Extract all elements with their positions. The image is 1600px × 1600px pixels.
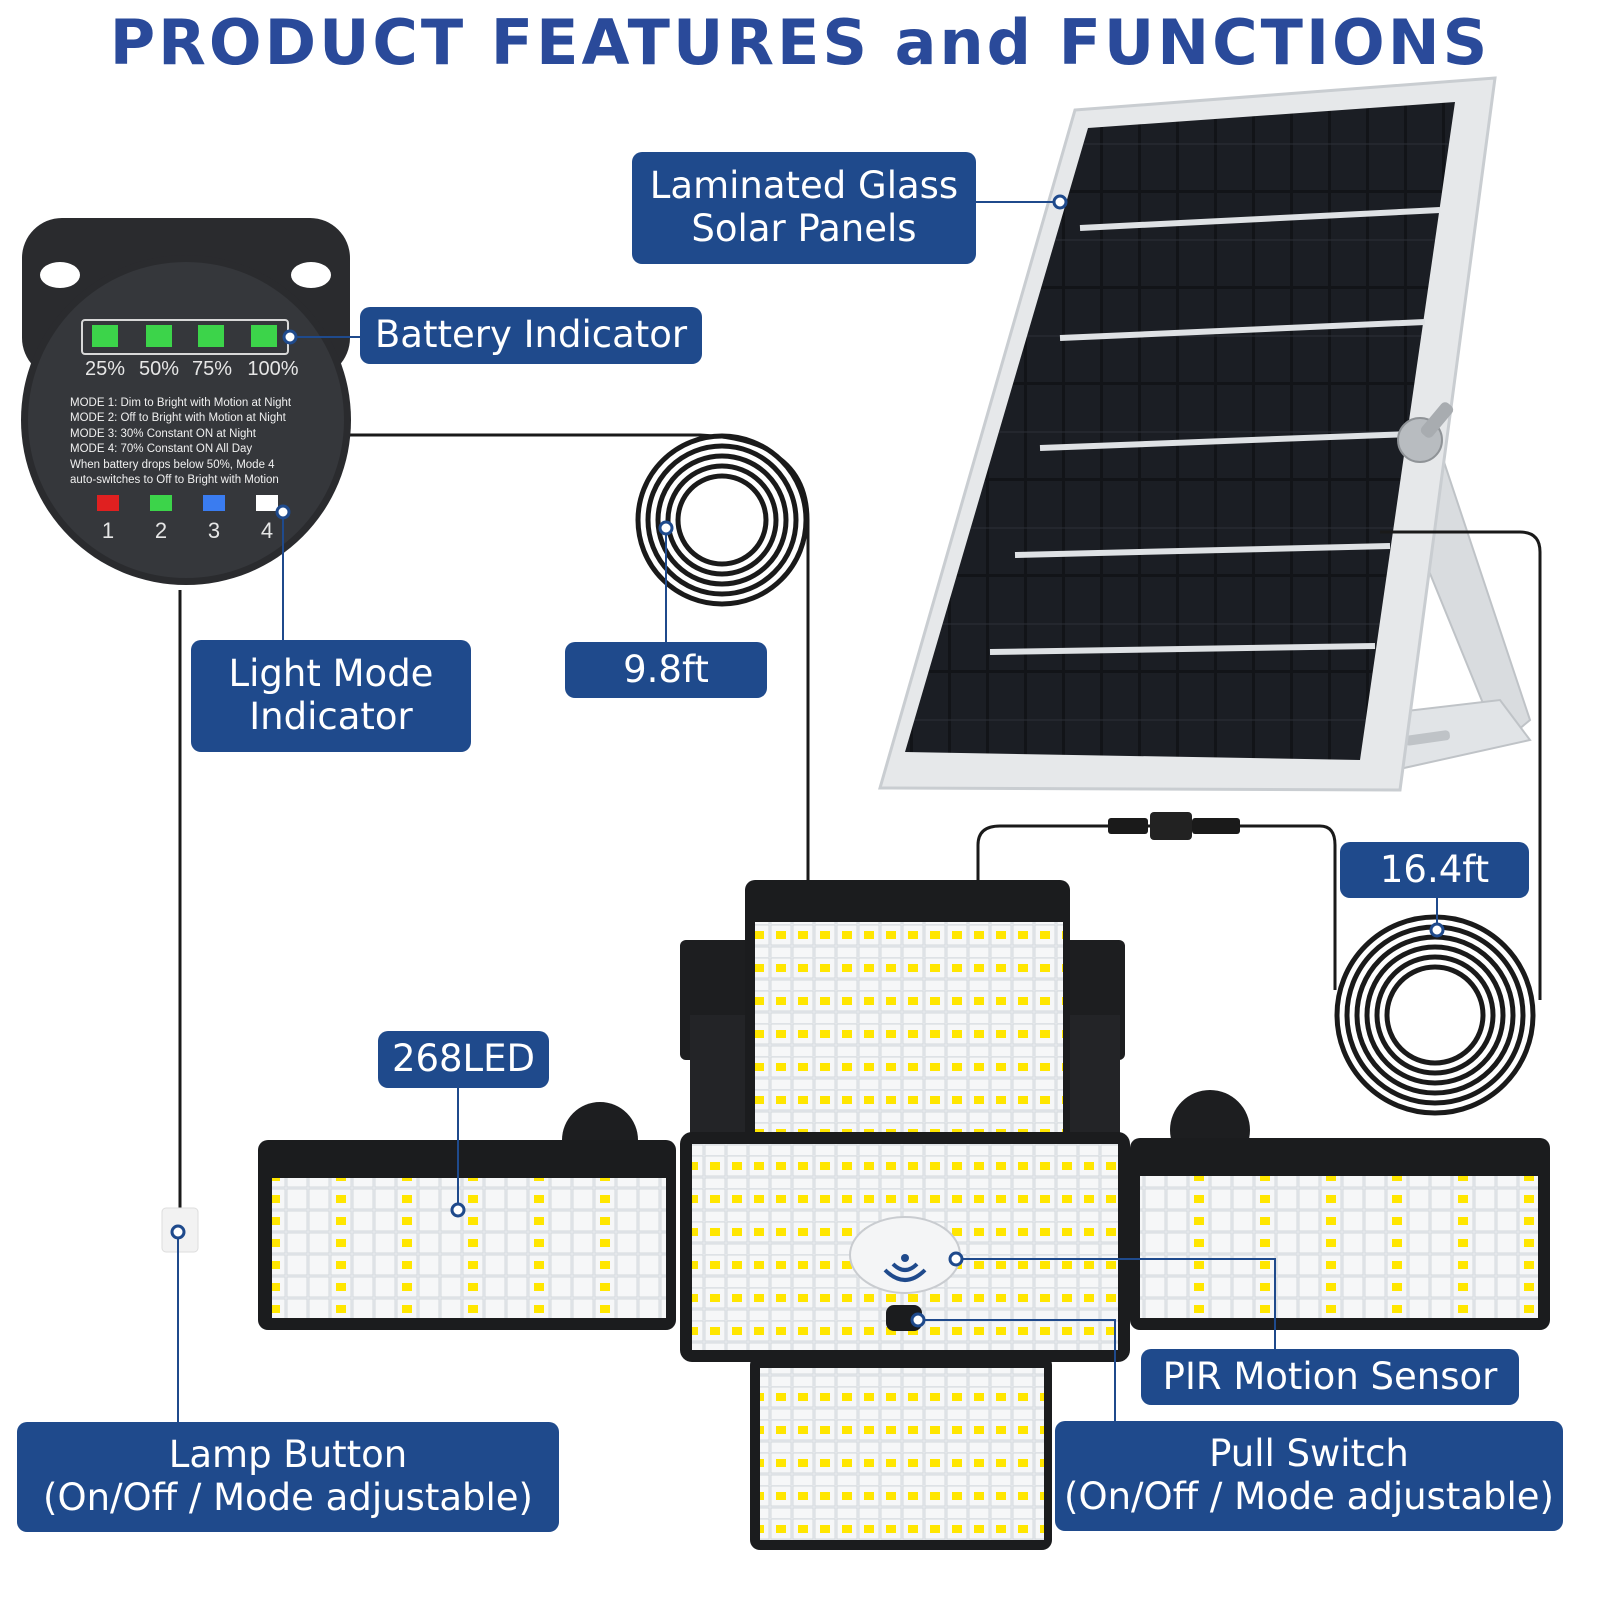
mode-line-4: MODE 4: 70% Constant ON All Day: [70, 443, 252, 455]
callout-light-mode-indicator: Light Mode Indicator: [191, 640, 471, 752]
solar-panel: [878, 76, 1532, 792]
mode-line-1: MODE 1: Dim to Bright with Motion at Nig…: [70, 397, 292, 409]
callout-battery-indicator-label: Battery Indicator: [374, 313, 688, 357]
leader-lines: [177, 201, 1438, 1422]
mode-number-2: 2: [155, 518, 167, 543]
mode-number-1: 1: [102, 518, 114, 543]
lamp-button-line-1: Lamp Button: [168, 1433, 408, 1477]
mode-line-5: When battery drops below 50%, Mode 4: [70, 459, 275, 471]
callout-solar-panels: Laminated Glass Solar Panels: [632, 152, 976, 264]
battery-level-75: 75%: [192, 358, 232, 380]
callout-pull-switch: Pull Switch (On/Off / Mode adjustable): [1055, 1421, 1563, 1531]
callout-solar-panels-line-2: Solar Panels: [691, 207, 917, 250]
leader-dots: [170, 194, 1445, 1328]
battery-level-50: 50%: [139, 358, 179, 380]
callout-battery-indicator: Battery Indicator: [360, 307, 702, 364]
cable-coil-long: [1334, 914, 1536, 1116]
mode-line-2: MODE 2: Off to Bright with Motion at Nig…: [70, 412, 287, 424]
battery-level-100: 100%: [247, 358, 298, 380]
pull-switch-line-2: (On/Off / Mode adjustable): [1064, 1475, 1554, 1518]
callout-pir-sensor: PIR Motion Sensor: [1141, 1349, 1519, 1405]
callout-cable-short: 9.8ft: [565, 642, 767, 698]
callout-solar-panels-line-1: Laminated Glass: [649, 164, 959, 208]
callout-cable-long: 16.4ft: [1340, 842, 1529, 898]
light-fixture: [258, 880, 1550, 1550]
callout-led-count: 268LED: [378, 1031, 549, 1088]
remote-mode-text: MODE 1: Dim to Bright with Motion at Nig…: [70, 397, 292, 486]
remote-control: [21, 218, 351, 585]
pir-sensor-label: PIR Motion Sensor: [1162, 1354, 1498, 1398]
cable-connector: [1108, 812, 1240, 840]
cable-long-length: 16.4ft: [1379, 847, 1490, 891]
pull-switch-line-1: Pull Switch: [1209, 1432, 1409, 1476]
cable-coil-short: [635, 433, 809, 607]
callout-light-mode-line-2: Indicator: [249, 695, 413, 738]
mode-line-3: MODE 3: 30% Constant ON at Night: [70, 428, 257, 440]
page-title: PRODUCT FEATURES and FUNCTIONS: [109, 6, 1491, 79]
cable-short-length: 9.8ft: [623, 647, 709, 691]
mode-number-4: 4: [261, 518, 273, 543]
remote-battery-labels: 25% 50% 75% 100%: [85, 358, 299, 380]
remote-mode-numbers: 1 2 3 4: [102, 518, 273, 543]
callout-light-mode-line-1: Light Mode: [228, 652, 434, 696]
led-count-label: 268LED: [391, 1037, 536, 1081]
battery-level-25: 25%: [85, 358, 125, 380]
callout-lamp-button: Lamp Button (On/Off / Mode adjustable): [17, 1422, 559, 1532]
lamp-button-line-2: (On/Off / Mode adjustable): [43, 1476, 533, 1519]
mode-number-3: 3: [208, 518, 220, 543]
mode-line-6: auto-switches to Off to Bright with Moti…: [70, 474, 279, 486]
